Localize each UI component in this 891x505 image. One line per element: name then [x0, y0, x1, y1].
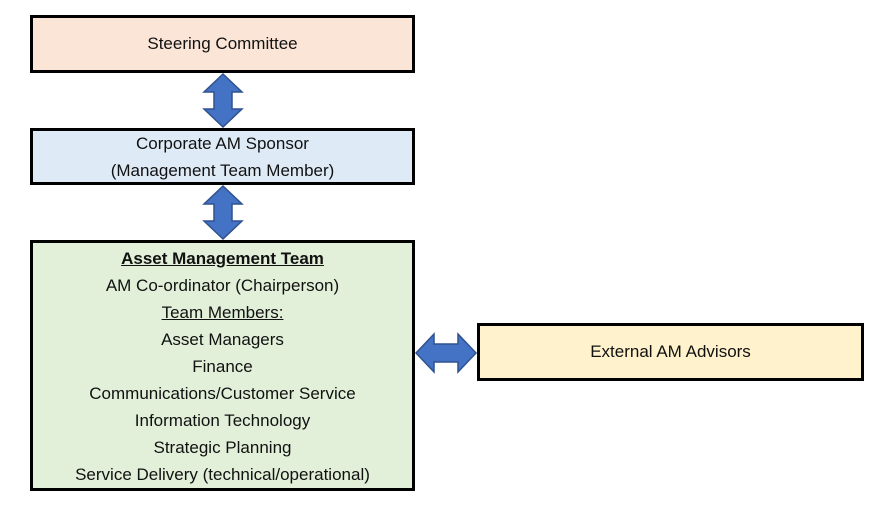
double-arrow-vertical-icon [202, 72, 244, 129]
sponsor-title: Corporate AM Sponsor [136, 133, 309, 153]
am-team-heading: Asset Management Team [121, 249, 324, 268]
team-members-heading: Team Members: [161, 303, 284, 322]
sponsor-subtitle: (Management Team Member) [110, 160, 335, 180]
team-member-item: Finance [192, 357, 253, 376]
am-coordinator: AM Co-ordinator (Chairperson) [105, 276, 340, 295]
steering-committee-box: Steering Committee [30, 15, 415, 73]
team-member-item: Information Technology [134, 411, 311, 430]
corporate-am-sponsor-box: Corporate AM Sponsor (Management Team Me… [30, 128, 415, 185]
steering-committee-label: Steering Committee [147, 34, 298, 53]
team-member-item: Asset Managers [161, 330, 284, 349]
double-arrow-vertical-icon [202, 184, 244, 241]
asset-management-team-box: Asset Management Team AM Co-ordinator (C… [30, 240, 415, 491]
external-advisors-label: External AM Advisors [590, 342, 751, 361]
external-am-advisors-box: External AM Advisors [477, 323, 864, 381]
team-member-item: Service Delivery (technical/operational) [75, 465, 370, 484]
team-member-item: Communications/Customer Service [89, 384, 356, 403]
team-member-item: Strategic Planning [153, 438, 292, 457]
double-arrow-horizontal-icon [414, 332, 478, 374]
